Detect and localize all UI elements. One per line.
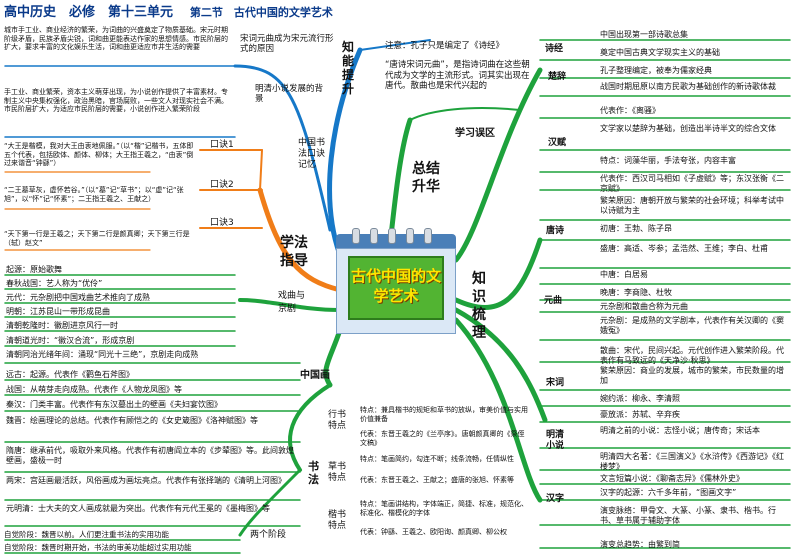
- label-song-yuan-reason: 宋词元曲成为宋元流行形式的原因: [240, 34, 334, 54]
- section-title: 第二节 古代中国的文学艺术: [189, 6, 333, 19]
- list-item: 中国出现第一部诗歌总集: [600, 30, 688, 39]
- branch-painting: 中国画: [300, 370, 330, 381]
- topic-hanzi: 汉字: [546, 494, 565, 504]
- list-item: 元代：元杂剧把中国戏曲艺术推向了成熟: [6, 293, 150, 302]
- branch-summary: 总结升华: [412, 161, 440, 195]
- topic-tangshi: 唐诗: [546, 226, 565, 236]
- mnemonic-3-text: “天下第一行是王羲之；天下第二行是颜真卿；天下第三行是（轼）赵文”: [4, 230, 190, 247]
- list-item: 隋唐：继承前代，吸取外来风格。代表作有初唐阎立本的《步辇图》等。此间敦煌壁画，盛…: [6, 446, 294, 465]
- page-title: 高中历史 必修 第十三单元: [4, 5, 174, 20]
- stage-1: 自觉阶段：魏晋以前。人们更注重书法的实用功能: [4, 530, 169, 539]
- topic-yuanqu: 元曲: [544, 296, 563, 306]
- ring-icon: [424, 228, 432, 244]
- label-xingshu: 行书特点: [328, 410, 347, 431]
- label-two-stages: 两个阶段: [250, 530, 287, 540]
- branch-calligraphy: 书法: [308, 460, 319, 486]
- label-kaishu: 楷书特点: [328, 510, 347, 531]
- mnemonic-1-label: 口诀1: [210, 140, 234, 150]
- ring-icon: [370, 228, 378, 244]
- text-song-yuan-reason: 城市手工业、商业经济的繁荣，为词曲的兴盛奠定了物质基础。宋元时期阶级矛盾，民族矛…: [4, 26, 228, 51]
- list-item: 战国：从萌芽走向成熟。代表作《人物龙凤图》等: [6, 385, 182, 394]
- topic-shijing: 诗经: [545, 44, 564, 54]
- ring-icon: [388, 228, 396, 244]
- topic-chuci: 楚辞: [548, 72, 567, 82]
- list-item: 元杂剧：是成熟的文学剧本，代表作有关汉卿的《窦娥冤》: [600, 316, 784, 335]
- list-item: 清朝道光时：“徽汉合流”，形成京剧: [6, 336, 135, 345]
- xingshu-feature: 特点：兼具楷书的规矩和草书的放纵，审美价值与实用价值兼备: [360, 406, 528, 423]
- topic-songci: 宋词: [546, 378, 565, 388]
- list-item: 散曲：宋代，民间兴起。元代创作进入繁荣阶段。代表作有马致远的《天净沙·秋思》: [600, 346, 784, 365]
- list-item: 豪放派：苏轼、辛弃疾: [600, 410, 680, 419]
- caoshu-feature: 特点：笔画简约，勾连不断；线条流畅，任情纵性: [360, 455, 514, 463]
- branch-knowledge: 知识梳理: [472, 271, 486, 341]
- list-item: 晚唐：李商隐、杜牧: [600, 288, 672, 297]
- list-item: 代表作：西汉司马相如《子虚赋》等；东汉张衡《二京赋》: [600, 174, 784, 193]
- list-item: 代表作：《离骚》: [600, 106, 660, 115]
- list-item: 特点：词藻华丽，手法夸张，内容丰富: [600, 156, 736, 165]
- label-ming-qing-background: 明清小说发展的背景: [255, 84, 324, 104]
- list-item: 两宋：宫廷画最活跃，风俗画成为画坛亮点。代表作有张择端的《清明上河图》: [6, 476, 286, 485]
- mnemonic-3-label: 口诀3: [210, 218, 234, 228]
- list-item: 演变总趋势：由繁到简: [600, 540, 680, 549]
- list-item: 文学家以楚辞为基础，创造出半诗半文的综合文体: [600, 124, 776, 133]
- list-item: 元杂剧和散曲合称为元曲: [600, 302, 688, 311]
- ring-icon: [352, 228, 360, 244]
- list-item: 繁荣原因：唐朝开放与繁荣的社会环境；科举考试中以诗赋为主: [600, 196, 784, 215]
- kaishu-examples: 代表：钟繇、王羲之、欧阳询、颜真卿、柳公权: [360, 528, 507, 536]
- note-confucius: 注意：孔子只是编定了《诗经》: [385, 41, 505, 51]
- list-item: 初唐：王勃、陈子昂: [600, 224, 672, 233]
- list-item: 明清之前的小说：志怪小说；唐传奇；宋话本: [600, 426, 760, 435]
- list-item: 文言短篇小说：《聊斋志异》《儒林外史》: [600, 474, 744, 483]
- mnemonic-2-label: 口诀2: [210, 180, 234, 190]
- list-item: 魏晋：绘画理论的总结。代表作有顾恺之的《女史箴图》《洛神赋图》等: [6, 416, 258, 425]
- kaishu-feature: 特点：笔画讲结构，字体端正，简捷、标准，规范化、标准化、楷模化的字体: [360, 500, 528, 517]
- list-item: 奠定中国古典文学现实主义的基础: [600, 48, 720, 57]
- list-item: 明朝：江苏昆山一带形成昆曲: [6, 307, 110, 316]
- topic-mingqing: 明清小说: [546, 430, 565, 451]
- mnemonic-2-text: “二王墓草灰，虚怀若谷。”（以“墓”记“草书”；以“虚”记“张旭”，以“怀”记“…: [4, 186, 184, 203]
- list-item: 清朝同治光绪年间：涌现“同光十三绝”，京剧走向成熟: [6, 350, 199, 359]
- list-item: 演变脉络：甲骨文、大篆、小篆、隶书、楷书。行书、草书属于辅助字体: [600, 506, 776, 525]
- branch-drama: 戏曲与京剧: [278, 291, 306, 314]
- list-item: 清朝乾隆时：徽剧进京风行一时: [6, 321, 118, 330]
- branch-upgrade: 知能提升: [342, 40, 355, 96]
- branch-methods: 学法指导: [280, 235, 308, 269]
- list-item: 中唐：白居易: [600, 270, 648, 279]
- list-item: 盛唐：高适、岑参；孟浩然、王维；李白、杜甫: [600, 244, 768, 253]
- center-calendar-icon: 古代中国的文学艺术: [336, 228, 456, 334]
- list-item: 汉字的起源：六千多年前，“图画文字”: [600, 488, 737, 497]
- text-ming-qing-background: 手工业、商业繁荣，资本主义萌芽出现，为小说创作提供了丰富素材。专制主义中央集权强…: [4, 88, 228, 113]
- stage-2: 自觉阶段：魏晋时期开始，书法的审美功能超过实用功能: [4, 543, 192, 552]
- branch-study-area: 学习误区: [455, 128, 495, 139]
- header: 高中历史 必修 第十三单元 第二节 古代中国的文学艺术: [4, 4, 333, 20]
- label-calligraphy-mnemonic: 中国书法口诀记忆: [298, 138, 326, 170]
- center-topic-label: 古代中国的文学艺术: [350, 267, 441, 305]
- list-item: 秦汉：门类丰富。代表作有东汉墓出土的壁画《夫妇宴饮图》: [6, 400, 222, 409]
- list-item: 孔子整理编定，被奉为儒家经典: [600, 66, 712, 75]
- caoshu-examples: 代表：东晋王羲之、王献之；盛唐的张旭、怀素等: [360, 476, 514, 484]
- center-topic: 古代中国的文学艺术: [348, 256, 444, 320]
- list-item: 春秋战国：艺人称为“优伶”: [6, 279, 103, 288]
- list-item: 远古：起源。代表作《鹳鱼石斧图》: [6, 370, 134, 379]
- note-tang-song-yuan: “唐诗宋词元曲”，是指诗词曲在这些朝代成为文学的主流形式。词其实出现在唐代。散曲…: [385, 60, 530, 91]
- list-item: 战国时期屈原以南方民歌为基础创作的新诗歌体裁: [600, 82, 776, 91]
- list-item: 元明清：士大夫的文人画成就最为突出。代表作有元代王冕的《墨梅图》等: [6, 504, 270, 513]
- list-item: 繁荣原因：商业的发展，城市的繁荣，市民数量的增加: [600, 366, 784, 385]
- ring-icon: [406, 228, 414, 244]
- xingshu-examples: 代表：东晋王羲之的《兰亭序》。唐朝颜真卿的《祭侄文稿》: [360, 430, 525, 447]
- list-item: 婉约派：柳永、李清照: [600, 394, 680, 403]
- label-caoshu: 草书特点: [328, 462, 347, 483]
- list-item: 起源：原始歌舞: [6, 265, 62, 274]
- topic-hanfu: 汉赋: [548, 138, 567, 148]
- mnemonic-1-text: “大王是楷模，我对大王由衷地佩服。”（以“楷”记楷书，五体即五个代表，包括欧体、…: [4, 142, 194, 167]
- list-item: 明清四大名著：《三国演义》《水浒传》《西游记》《红楼梦》: [600, 452, 784, 471]
